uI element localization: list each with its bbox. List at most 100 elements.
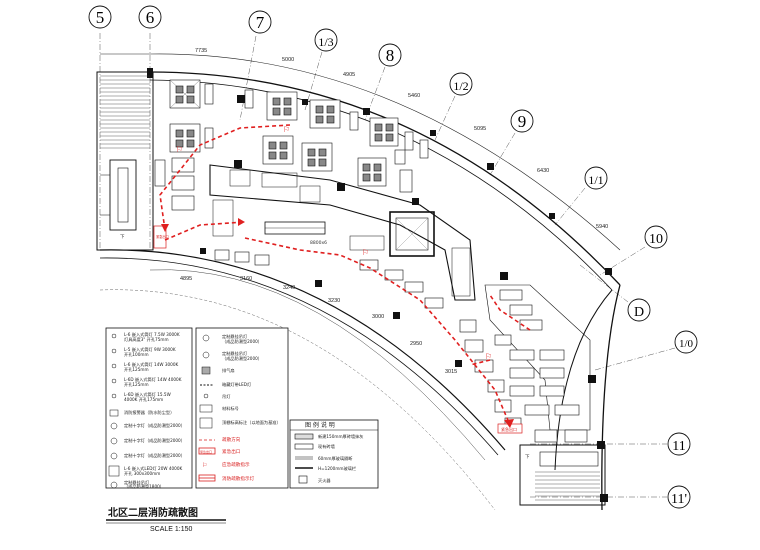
table-cluster-5 (369, 117, 399, 147)
legend-left-4: L-6 嵌入式筒灯 14W 3000K (124, 361, 178, 368)
table-cluster-7 (301, 142, 333, 172)
legend-right-0: 新建150mm厚砖墙抹灰 (318, 433, 363, 440)
legend-left-9: 4000K 开孔175mm (124, 396, 163, 403)
legend-left-17: （成品防潮型1800） (124, 483, 164, 490)
legend-left-14: L-6 嵌入式LED灯 20W 4000K (124, 465, 183, 472)
grid-label-1-2: 1/2 (453, 79, 468, 93)
legend-mid-9: 疏散方向 (222, 436, 241, 443)
legend-left-1: 灯具高度3" 开孔75mm (124, 336, 169, 343)
grid-bubble-1-0: 1/0 (594, 330, 698, 371)
legend-evac-sign-icon: ⚐ (202, 462, 207, 469)
legend-right-4: 灭火器 (318, 478, 331, 484)
table-cluster-6 (262, 135, 294, 165)
stair-down-label-left: 下 (120, 234, 125, 240)
svg-text:⚐: ⚐ (362, 248, 369, 257)
stair-down-label-right: 下 (525, 454, 530, 460)
kitchen-service-core: 8800x6 (209, 164, 476, 301)
grid-bubble-1-1: 1/1 (554, 166, 608, 226)
evac-route-west (164, 221, 246, 241)
legend-mid-11: 应急疏散指示 (222, 461, 250, 468)
evac-signs: ⚐ ⚐ ⚐ ⚐ (176, 125, 492, 361)
grid-bubble-9: 9 (489, 109, 534, 176)
legend-mid-0: 定制悬挂吊灯 (222, 333, 248, 340)
dim-top-5: 6430 (537, 168, 549, 174)
legend-left-10: 消防报警器（防水防尘型） (124, 409, 174, 416)
legend-right-2: 60mm厚玻璃隔断 (318, 455, 353, 462)
dim-inner-0: 4895 (180, 276, 192, 282)
table-cluster-3 (266, 91, 298, 121)
title-block: 北区二层消防疏散图 SCALE 1:150 (106, 506, 226, 533)
dim-top-2: 4905 (343, 72, 355, 78)
legend-left-7: 开孔125mm (124, 381, 149, 388)
svg-text:⚐: ⚐ (283, 125, 290, 134)
grid-label-10: 10 (649, 232, 663, 247)
emergency-exit-right-label: 紧急出口 (501, 426, 517, 432)
legend-mid-10: 紧急出口 (222, 448, 241, 455)
dim-top-4: 5095 (474, 126, 486, 132)
evacuation-routes (159, 124, 531, 426)
legend-left-0: L-6 嵌入式筒灯 7.5W 3000K (124, 331, 180, 338)
legend-left-3: 开孔100mm (124, 351, 149, 358)
legend-mid-12: 消防疏散指示灯 (222, 475, 255, 482)
dim-inner-3: 3230 (328, 298, 340, 304)
legend-mid-2: 定制悬挂吊灯 (222, 350, 248, 357)
legend-left-2: L-5 嵌入式筒灯 9W 3000K (124, 346, 176, 353)
drawing-scale: SCALE 1:150 (150, 526, 193, 533)
inner-facade-wall: 4895 3160 3240 3230 3000 2950 3015 (99, 249, 506, 511)
dining-tables-southeast (214, 249, 591, 443)
legend-left-11: 定制十字灯（成品防潮型2000） (124, 422, 185, 429)
emergency-exit-left-label: 紧急出口 (156, 234, 169, 239)
svg-text:⚐: ⚐ (176, 145, 183, 154)
legend-panel: 图 例 说 明 L-6 嵌入式筒灯 7.5W 3000K 灯具高度3" 开孔75… (105, 327, 379, 490)
grid-bubble-5: 5 (88, 5, 112, 250)
dim-inner-2: 3240 (283, 285, 295, 291)
legend-left-16: 定制悬挂吊灯 (124, 479, 150, 486)
legend-left-15: 开孔 300x300mm (124, 470, 160, 477)
grid-label-9: 9 (518, 112, 527, 131)
evac-route-south (489, 294, 531, 331)
drawing-title: 北区二层消防疏散图 (108, 506, 198, 519)
legend-mid-8: 顶棚标高标注（以地面为基准） (222, 419, 281, 426)
dim-inner-6: 3015 (445, 369, 457, 375)
grid-bubble-1-2: 1/2 (434, 72, 473, 141)
table-cluster-1 (169, 79, 201, 109)
grid-label-1-1: 1/1 (588, 173, 603, 187)
legend-mid-5: 暗藏灯带LED灯 (222, 381, 252, 388)
legend-left-symbols (108, 333, 120, 489)
table-cluster-4 (309, 99, 341, 129)
legend-left-12: 定制十字灯（成品防潮型2000） (124, 437, 185, 444)
right-stair-core: 下 紧急出口 (497, 423, 606, 506)
legend-right-1: 现有砖墙 (318, 443, 335, 450)
grid-label-11: 11 (672, 439, 685, 454)
legend-mid-symbols (199, 334, 214, 429)
grid-label-1-0: 1/0 (679, 338, 694, 350)
dining-tables-upper (154, 79, 429, 211)
emergency-exit-left-box (153, 225, 167, 249)
table-cluster-2 (169, 123, 201, 153)
dim-top-6: 5940 (596, 224, 608, 230)
grid-label-D: D (634, 305, 644, 320)
table-cluster-8 (357, 157, 387, 187)
legend-left-5: 开孔125mm (124, 366, 149, 373)
grid-bubble-8: 8 (364, 43, 402, 121)
legend-mid-7: 材料标号 (222, 405, 239, 412)
evac-route-east (469, 359, 491, 366)
dim-inner-4: 3000 (372, 314, 384, 320)
evac-route-central (244, 237, 511, 426)
dim-top-3: 5460 (408, 93, 420, 99)
left-stair-core: 下 紧急出口 (96, 71, 169, 251)
legend-heading: 图 例 说 明 (305, 421, 335, 429)
outer-dimension-line: 7735 5000 4905 5460 5095 6430 5940 (100, 48, 621, 251)
legend-mid-4: 排气扇 (222, 367, 235, 374)
grid-bubble-1-3: 1/3 (304, 28, 338, 111)
grid-label-6: 6 (146, 8, 155, 27)
grid-label-5: 5 (96, 8, 105, 27)
grid-label-7: 7 (256, 13, 265, 32)
legend-mid-3: （成品防潮型2000） (222, 355, 262, 362)
grid-bubble-10: 10 (599, 225, 668, 276)
legend-left-6: L-6D 嵌入式筒灯 14W 4000K (124, 376, 182, 383)
grid-bubble-D: D (579, 264, 651, 322)
legend-right-symbols (294, 433, 314, 484)
evac-arrows (161, 218, 514, 428)
legend-left-8: L-6D 嵌入式筒灯 15.5W (124, 391, 171, 398)
